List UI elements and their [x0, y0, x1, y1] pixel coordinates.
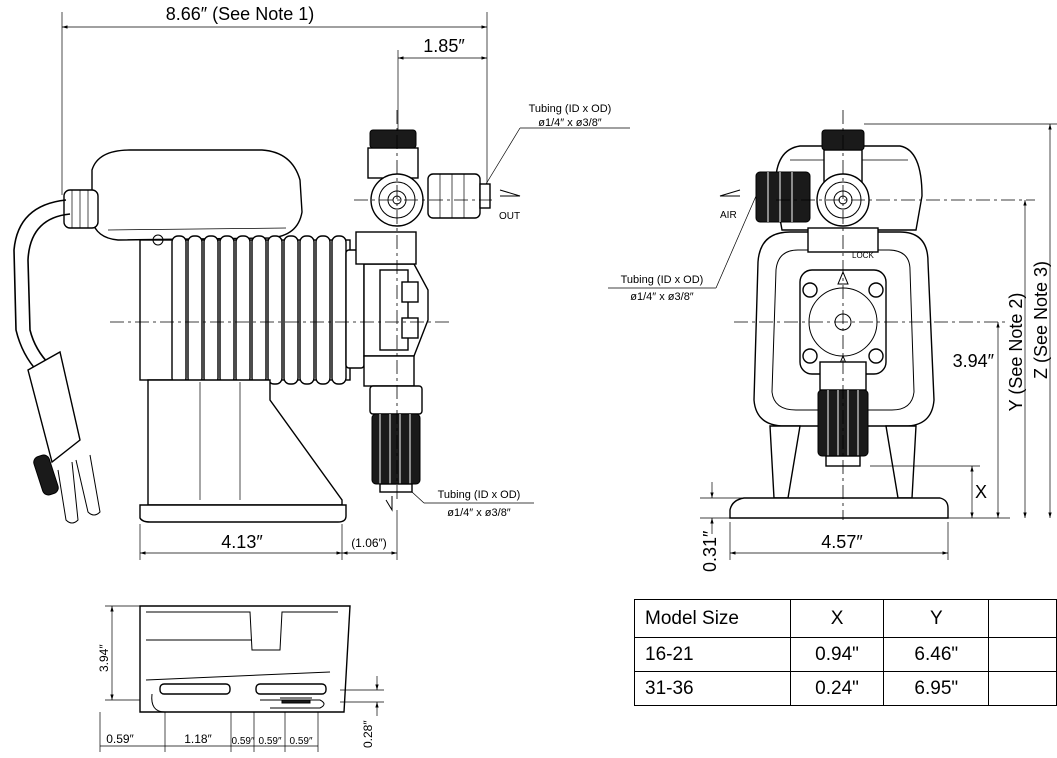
out-label: OUT [499, 211, 520, 222]
table-cell [988, 637, 1057, 672]
tubing-front-size: ø1/4″ x ø3/8″ [630, 291, 694, 303]
table-row: 16-21 0.94" 6.46" [634, 637, 1057, 672]
dim-x: X [975, 482, 987, 502]
dim-z: Z (See Note 3) [1031, 261, 1051, 379]
center-height-dim: 3.94″ [953, 351, 995, 371]
dim-y: Y (See Note 2) [1006, 293, 1026, 412]
bottom-height-dim: 3.94″ [97, 644, 111, 672]
table-header: Y [883, 599, 990, 638]
base-length-dim: 4.13″ [221, 532, 263, 552]
table-header [988, 599, 1057, 638]
tubing-front-title: Tubing (ID x OD) [621, 274, 704, 286]
bottom-view: 3.94″ 0.59″ 1.18″ 0.59″ 0.59″ 0.59″ 0.28… [97, 605, 384, 752]
table-cell: 6.95" [883, 671, 990, 706]
bottom-d6: 0.28″ [361, 720, 375, 748]
table-cell: 0.24" [789, 671, 885, 706]
tubing-out-title: Tubing (ID x OD) [529, 103, 612, 115]
table-header-row: Model Size X Y [634, 599, 1057, 638]
table-header: X [789, 599, 885, 638]
table-row: 31-36 0.24" 6.95" [634, 671, 1057, 706]
motor-fins [171, 235, 347, 385]
lock-label: LOCK [852, 251, 874, 260]
air-label: AIR [720, 210, 737, 221]
table-cell: 6.46" [883, 637, 990, 672]
bottom-d4: 0.59″ [258, 736, 281, 747]
overall-width-dim: 8.66″ (See Note 1) [166, 4, 314, 24]
table-cell: 0.94" [789, 637, 885, 672]
front-base-width-dim: 4.57″ [821, 532, 863, 552]
table-cell [988, 671, 1057, 706]
base-extension-dim: (1.06″) [351, 536, 387, 550]
side-view: 8.66″ (See Note 1) 1.85″ [13, 4, 630, 560]
tubing-out-size: ø1/4″ x ø3/8″ [538, 117, 602, 129]
bottom-d1: 0.59″ [106, 732, 134, 746]
top-offset-dim: 1.85″ [423, 36, 465, 56]
bottom-d2: 1.18″ [184, 732, 212, 746]
table-header: Model Size [634, 599, 791, 638]
table-cell: 31-36 [634, 671, 791, 706]
bottom-d3: 0.59″ [231, 736, 254, 747]
table-cell: 16-21 [634, 637, 791, 672]
front-view: LOCK AIR Tubing (ID x OD) ø1/4″ x ø3/8″ [608, 110, 1057, 572]
model-size-table: Model Size X Y 16-21 0.94" 6.46" 31-36 0… [634, 599, 1057, 706]
bottom-d5: 0.59″ [289, 736, 312, 747]
front-base-height-dim: 0.31″ [700, 530, 720, 572]
tubing-in-title: Tubing (ID x OD) [438, 489, 521, 501]
tubing-in-size: ø1/4″ x ø3/8″ [447, 507, 511, 519]
